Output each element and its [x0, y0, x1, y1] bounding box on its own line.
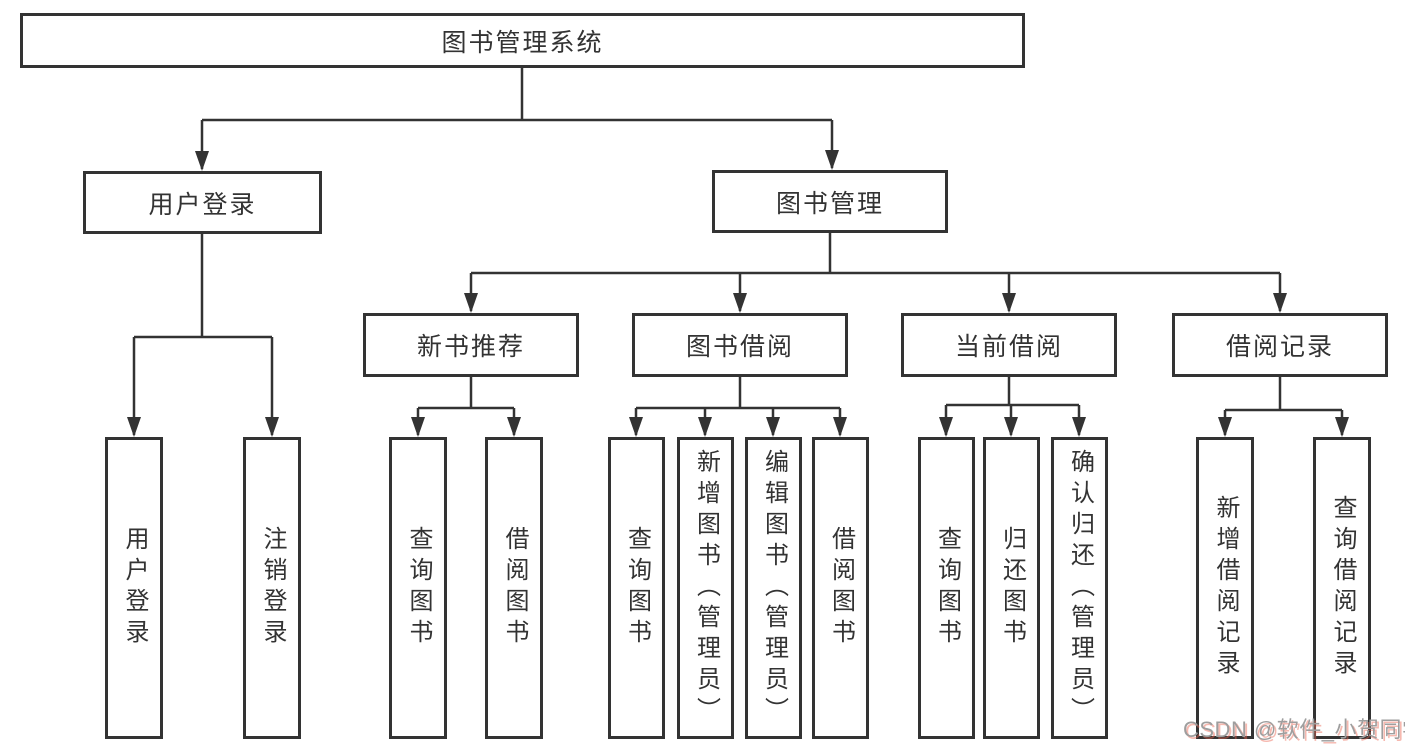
leaf-query-book-recommend: 查询图书	[389, 437, 447, 739]
leaf-return-book: 归还图书	[983, 437, 1040, 739]
leaf-logout: 注销登录	[243, 437, 301, 739]
leaf-query-book-borrowing: 查询图书	[608, 437, 665, 739]
node-new-book-recommend: 新书推荐	[363, 313, 579, 377]
tree-edges	[132, 68, 1344, 435]
csdn-watermark: CSDN @软件_小贺同学	[1183, 717, 1405, 742]
leaf-confirm-return-admin-label: 确认归还（管理员）	[1066, 448, 1094, 728]
leaf-add-book-admin: 新增图书（管理员）	[677, 437, 734, 739]
leaf-edit-book-admin: 编辑图书（管理员）	[745, 437, 802, 739]
leaf-query-current-borrow-label: 查询图书	[933, 526, 961, 650]
node-borrow-records-label: 借阅记录	[1225, 333, 1334, 361]
leaf-confirm-return-admin: 确认归还（管理员）	[1051, 437, 1108, 739]
leaf-user-login: 用户登录	[105, 437, 163, 739]
node-user-login-label: 用户登录	[148, 190, 257, 219]
node-root-label: 图书管理系统	[441, 28, 604, 57]
node-current-borrowing: 当前借阅	[901, 313, 1117, 377]
node-book-management-label: 图书管理	[775, 189, 884, 218]
leaf-query-book-borrowing-label: 查询图书	[623, 526, 651, 650]
leaf-add-book-admin-label: 新增图书（管理员）	[692, 448, 720, 728]
node-root: 图书管理系统	[20, 13, 1025, 68]
node-borrow-records: 借阅记录	[1172, 313, 1388, 377]
leaf-query-current-borrow: 查询图书	[918, 437, 975, 739]
leaf-add-borrow-record-label: 新增借阅记录	[1212, 495, 1239, 681]
leaf-logout-label: 注销登录	[259, 526, 286, 650]
node-user-login: 用户登录	[83, 171, 322, 234]
leaf-query-borrow-record: 查询借阅记录	[1313, 437, 1371, 739]
leaf-user-login-label: 用户登录	[121, 526, 148, 650]
leaf-query-borrow-record-label: 查询借阅记录	[1329, 495, 1356, 681]
node-current-borrowing-label: 当前借阅	[954, 333, 1063, 361]
node-new-book-recommend-label: 新书推荐	[416, 333, 525, 361]
leaf-edit-book-admin-label: 编辑图书（管理员）	[760, 448, 788, 728]
arrowheads	[127, 150, 1349, 437]
leaf-borrow-book: 借阅图书	[812, 437, 869, 739]
node-book-management: 图书管理	[712, 170, 948, 233]
leaf-return-book-label: 归还图书	[998, 526, 1026, 650]
leaf-borrow-book-recommend-label: 借阅图书	[501, 526, 528, 650]
leaf-add-borrow-record: 新增借阅记录	[1196, 437, 1254, 739]
leaf-query-book-recommend-label: 查询图书	[405, 526, 432, 650]
node-book-borrowing-label: 图书借阅	[685, 333, 794, 361]
node-book-borrowing: 图书借阅	[632, 313, 848, 377]
leaf-borrow-book-recommend: 借阅图书	[485, 437, 543, 739]
leaf-borrow-book-label: 借阅图书	[827, 526, 855, 650]
